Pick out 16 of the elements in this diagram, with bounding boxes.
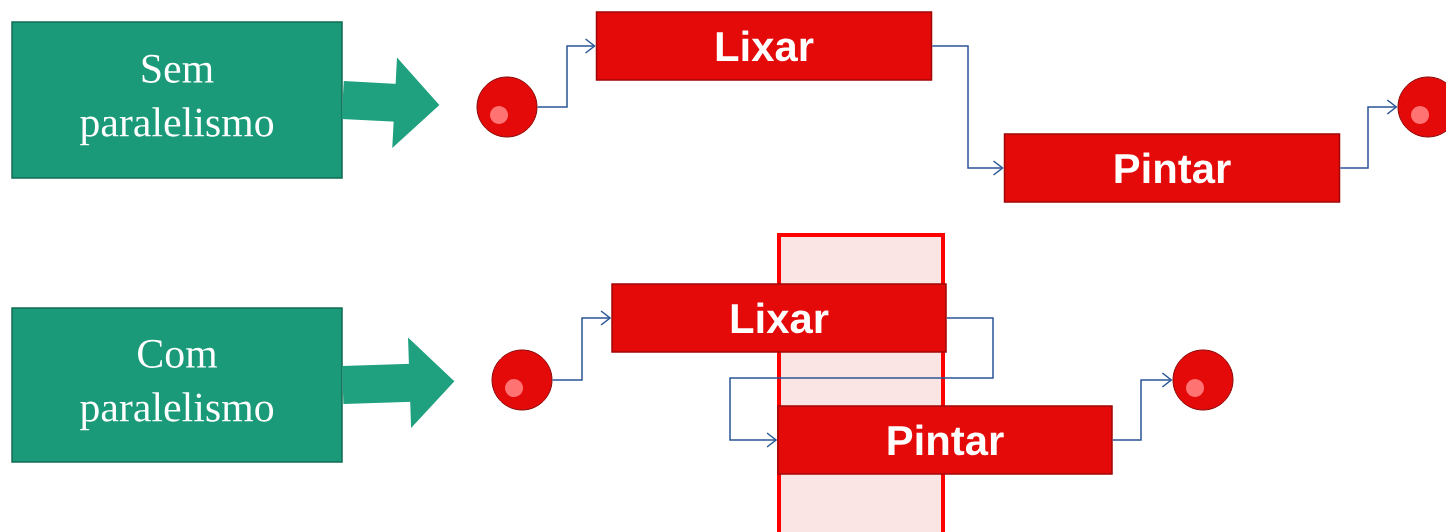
ball-node: [1397, 76, 1446, 138]
connector-arrow: [931, 45, 1004, 176]
ball-node: [476, 76, 538, 138]
ball-node: [1172, 349, 1234, 411]
connector-arrow: [551, 310, 612, 381]
ball-node: [491, 349, 553, 411]
label-box: Sem paralelismo: [11, 21, 343, 179]
connector-arrow: [1339, 99, 1398, 169]
task-box: Pintar: [1003, 133, 1341, 203]
task-box: Lixar: [611, 283, 947, 353]
label-box: Com paralelismo: [11, 307, 343, 463]
task-box: Lixar: [595, 11, 933, 81]
task-box: Pintar: [777, 405, 1113, 475]
connector-arrow: [1112, 372, 1173, 441]
connector-arrow: [536, 38, 596, 108]
connector-arrow: [729, 317, 994, 448]
